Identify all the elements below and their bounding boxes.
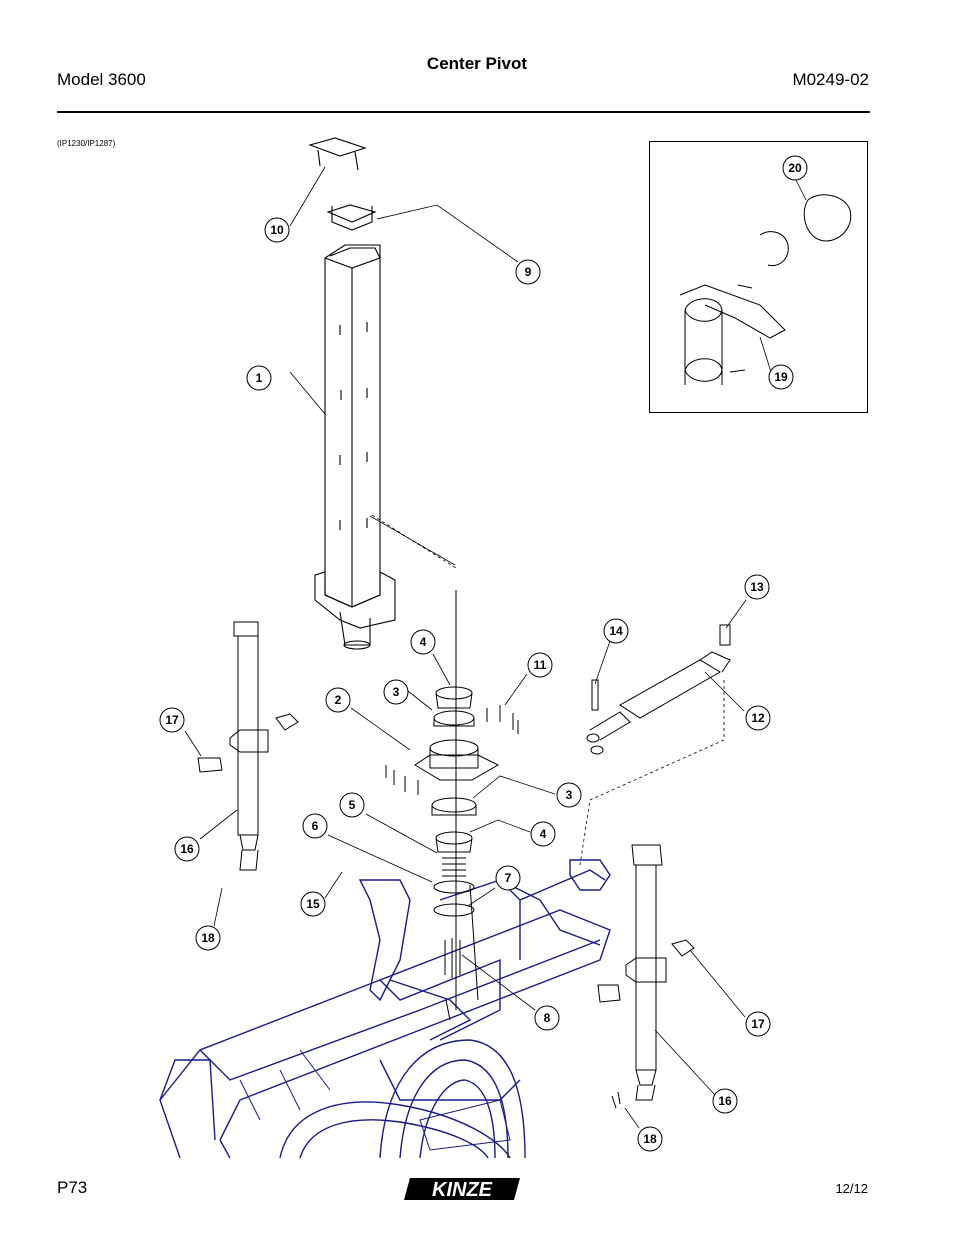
callout-5: 5: [339, 792, 365, 818]
callout-4b: 4: [530, 821, 556, 847]
svg-text:16: 16: [180, 842, 194, 856]
svg-text:1: 1: [256, 371, 263, 385]
center-post: [308, 137, 396, 650]
callout-11: 11: [527, 652, 553, 678]
svg-text:10: 10: [270, 223, 284, 237]
svg-text:20: 20: [788, 161, 802, 175]
svg-text:9: 9: [525, 265, 532, 279]
hidden-lines: [371, 514, 725, 866]
svg-text:17: 17: [751, 1017, 765, 1031]
page-title: Center Pivot: [426, 54, 528, 73]
illustration-reference: (IP1230/IP1287): [57, 139, 116, 148]
svg-text:4: 4: [420, 635, 427, 649]
svg-text:17: 17: [165, 713, 179, 727]
svg-text:4: 4: [540, 827, 547, 841]
callout-15: 15: [300, 891, 326, 917]
page-number: P73: [57, 1178, 88, 1197]
model-label: Model 3600: [57, 70, 146, 89]
detail-inset-frame: [649, 141, 868, 413]
left-cylinder: [197, 621, 299, 871]
right-cylinder: [597, 844, 695, 1109]
pivot-bearing-stack: [385, 590, 519, 1021]
callout-9: 9: [515, 259, 541, 285]
callout-6: 6: [302, 813, 328, 839]
callout-4: 4: [410, 629, 436, 655]
leader-lines: [184, 166, 807, 1129]
callout-3b: 3: [556, 782, 582, 808]
callout-2: 2: [325, 687, 351, 713]
callout-20: 20: [782, 155, 808, 181]
svg-text:12: 12: [751, 711, 765, 725]
svg-text:KINZE: KINZE: [432, 1179, 493, 1201]
document-number: M0249-02: [792, 70, 869, 89]
callout-12: 12: [745, 705, 771, 731]
callout-1: 1: [246, 365, 272, 391]
callout-17: 17: [159, 707, 185, 733]
svg-text:11: 11: [534, 658, 547, 672]
kinze-logo: KINZE: [404, 1178, 520, 1201]
callout-10: 10: [264, 217, 290, 243]
svg-text:14: 14: [609, 624, 623, 638]
svg-text:6: 6: [312, 819, 319, 833]
svg-text:8: 8: [544, 1011, 551, 1025]
svg-text:18: 18: [643, 1132, 657, 1146]
callout-18: 18: [195, 925, 221, 951]
callout-8: 8: [534, 1005, 560, 1031]
hydraulic-cylinder-12: [586, 624, 731, 755]
svg-text:7: 7: [505, 871, 512, 885]
callout-17b: 17: [745, 1011, 771, 1037]
callout-18b: 18: [637, 1126, 663, 1152]
callout-7: 7: [495, 865, 521, 891]
svg-text:2: 2: [335, 693, 342, 707]
svg-text:13: 13: [750, 580, 764, 594]
svg-text:5: 5: [349, 798, 356, 812]
callout-13: 13: [744, 574, 770, 600]
callout-bubbles: 1 2 3 3 4 4 5 6 7 8 9 10 11 12 13 14 15 …: [159, 155, 808, 1152]
svg-text:16: 16: [718, 1094, 732, 1108]
inset-parts: [679, 194, 852, 385]
svg-text:15: 15: [306, 897, 320, 911]
header-rule: [57, 111, 870, 113]
svg-text:18: 18: [201, 931, 215, 945]
frame-detail-lines: [239, 1049, 511, 1151]
callout-3: 3: [383, 679, 409, 705]
callout-16b: 16: [712, 1088, 738, 1114]
callout-19: 19: [768, 364, 794, 390]
callout-14: 14: [603, 618, 629, 644]
revision-date: 12/12: [835, 1181, 868, 1196]
svg-text:3: 3: [566, 788, 573, 802]
svg-text:3: 3: [393, 685, 400, 699]
svg-text:19: 19: [774, 370, 788, 384]
callout-16: 16: [174, 836, 200, 862]
